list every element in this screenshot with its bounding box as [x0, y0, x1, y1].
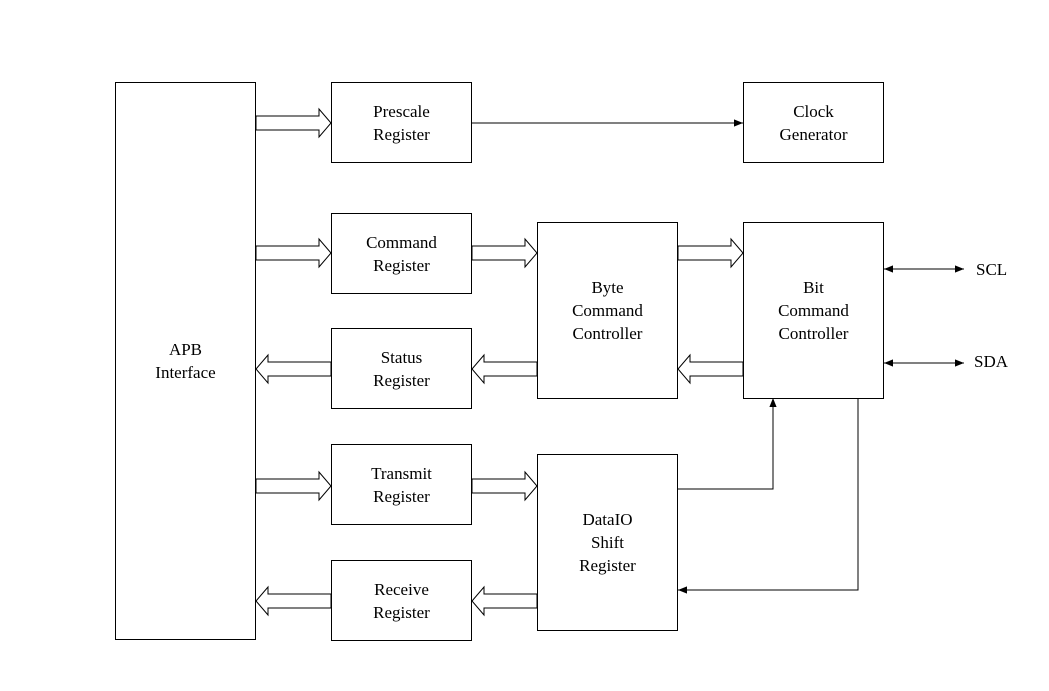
- block-label: Register: [579, 556, 636, 575]
- block-label: Command: [366, 232, 437, 252]
- block-label: Register: [373, 255, 430, 275]
- block-label: Controller: [572, 324, 643, 343]
- wire-dataio-to-bit: [678, 398, 777, 490]
- bus-arrow-receive-to-apb: [255, 585, 332, 617]
- prescale-register-block: Prescale Register: [331, 82, 472, 163]
- block-label: Register: [373, 486, 430, 506]
- bus-arrow-transmit-to-dataio: [471, 470, 538, 502]
- block-label: Byte: [591, 278, 624, 297]
- block-label: Controller: [778, 324, 849, 343]
- bus-arrow-bit-to-byte: [677, 353, 744, 385]
- block-label: Interface: [155, 363, 216, 382]
- bus-arrow-byte-to-bit: [677, 237, 744, 269]
- bus-arrow-status-to-apb: [255, 353, 332, 385]
- bus-arrow-byte-to-status: [471, 353, 538, 385]
- status-register-block: Status Register: [331, 328, 472, 409]
- command-register-block: Command Register: [331, 213, 472, 294]
- block-label: Register: [373, 124, 430, 144]
- block-label: Status: [380, 347, 423, 367]
- dataio-shift-register-block: DataIO Shift Register: [537, 454, 678, 631]
- block-label: Receive: [374, 579, 429, 599]
- bus-arrow-command-to-byte: [471, 237, 538, 269]
- bus-arrow-apb-to-command: [255, 237, 332, 269]
- block-label: Register: [373, 370, 430, 390]
- bus-arrow-apb-to-prescale: [255, 107, 332, 139]
- wire-bit-to-dataio: [678, 398, 859, 594]
- byte-command-controller-block: Byte Command Controller: [537, 222, 678, 399]
- apb-interface-block: APB Interface: [115, 82, 256, 640]
- clock-generator-block: Clock Generator: [743, 82, 884, 163]
- receive-register-block: Receive Register: [331, 560, 472, 641]
- block-label: Prescale: [373, 101, 430, 121]
- block-label: Generator: [779, 124, 848, 144]
- block-label: Command: [778, 301, 849, 320]
- scl-pin-label: SCL: [976, 260, 1008, 279]
- block-label: Command: [572, 301, 643, 320]
- block-label: Bit: [803, 278, 824, 297]
- bus-arrow-apb-to-transmit: [255, 470, 332, 502]
- bus-arrow-dataio-to-receive: [471, 585, 538, 617]
- block-label: APB: [168, 340, 203, 359]
- block-label: DataIO: [582, 510, 633, 529]
- sda-pin-label: SDA: [974, 352, 1009, 371]
- bit-command-controller-block: Bit Command Controller: [743, 222, 884, 399]
- block-label: Register: [373, 602, 430, 622]
- block-label: Clock: [793, 101, 834, 121]
- block-label: Transmit: [371, 463, 432, 483]
- block-label: Shift: [590, 533, 625, 552]
- transmit-register-block: Transmit Register: [331, 444, 472, 525]
